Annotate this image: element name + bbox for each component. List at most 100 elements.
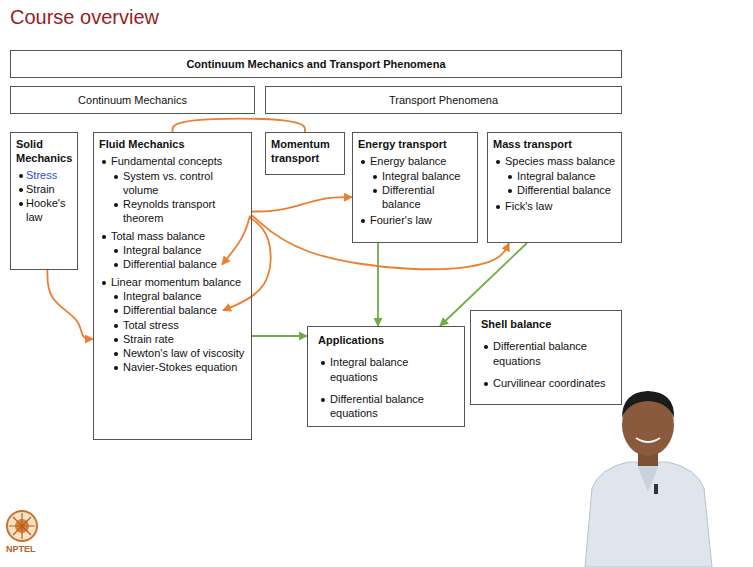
- bullet-dot: [373, 175, 377, 179]
- bullet-dot: [508, 175, 512, 179]
- concept-box: Solid MechanicsStressStrainHooke's law: [10, 132, 78, 270]
- bullet-dot: [114, 324, 118, 328]
- text-row: Strain: [16, 182, 72, 196]
- bullet-text: Differential balance: [382, 183, 472, 212]
- bullet-text: Species mass balance: [505, 154, 615, 168]
- bullet-text: Navier-Stokes equation: [123, 360, 237, 374]
- concept-box: Transport Phenomena: [265, 86, 622, 114]
- bullet-text: Energy balance: [370, 154, 446, 168]
- bullet-text: Curvilinear coordinates: [493, 376, 606, 390]
- text-row: Species mass balance: [493, 154, 616, 168]
- box-heading: Mass transport: [493, 137, 572, 151]
- text-row: Fourier's law: [358, 213, 472, 227]
- text-row: Energy balance: [358, 154, 472, 168]
- flow-arrow: [440, 243, 527, 326]
- bullet-dot: [361, 219, 365, 223]
- text-row: Stress: [16, 168, 72, 182]
- bullet-text: Strain: [26, 182, 55, 196]
- band-title: Transport Phenomena: [389, 93, 498, 107]
- flow-arrow: [252, 197, 352, 211]
- box-heading: Fluid Mechanics: [99, 137, 185, 151]
- box-heading: Applications: [318, 333, 384, 347]
- text-row: Fick's law: [493, 199, 616, 213]
- concept-box: ApplicationsIntegral balance equationsDi…: [307, 326, 465, 427]
- text-row: Linear momentum balance: [99, 275, 246, 289]
- text-row: Differential balance equations: [318, 392, 458, 421]
- nptel-logo: [7, 511, 37, 541]
- text-row: Continuum Mechanics and Transport Phenom…: [17, 57, 615, 71]
- text-row: Integral balance: [358, 169, 472, 183]
- text-row: System vs. control volume: [99, 169, 246, 198]
- bullet-text: Differential balance: [123, 257, 217, 271]
- text-row: Fundamental concepts: [99, 154, 246, 168]
- bullet-text: Total stress: [123, 318, 179, 332]
- bullet-text: Differential balance: [123, 303, 217, 317]
- text-row: Differential balance: [493, 183, 616, 197]
- lecturer-smile: [636, 438, 660, 442]
- bullet-text: Differential balance equations: [330, 392, 458, 421]
- box-heading: Solid Mechanics: [16, 137, 72, 166]
- bullet-dot: [361, 160, 365, 164]
- bullet-dot: [102, 160, 106, 164]
- concept-box: Fluid MechanicsFundamental conceptsSyste…: [93, 132, 252, 440]
- concept-box: Momentum transport: [265, 132, 345, 175]
- text-row: Integral balance: [99, 243, 246, 257]
- text-row: Differential balance: [99, 257, 246, 271]
- concept-box: Continuum Mechanics and Transport Phenom…: [10, 50, 622, 78]
- bullet-dot: [19, 174, 23, 178]
- bullet-text: Newton's law of viscosity: [123, 346, 244, 360]
- bullet-dot: [19, 202, 23, 206]
- bullet-dot: [19, 188, 23, 192]
- bullet-text: Stress: [26, 168, 57, 182]
- bullet-text: Strain rate: [123, 332, 174, 346]
- text-row: Solid Mechanics: [16, 137, 72, 166]
- concept-box: Mass transportSpecies mass balanceIntegr…: [487, 132, 622, 243]
- concept-box: Shell balanceDifferential balance equati…: [470, 310, 622, 405]
- reference-arrow: [223, 217, 271, 310]
- bullet-dot: [114, 352, 118, 356]
- text-row: Curvilinear coordinates: [481, 376, 615, 390]
- box-heading: Momentum transport: [271, 137, 339, 166]
- concept-box: Energy transportEnergy balanceIntegral b…: [352, 132, 478, 243]
- flow-arrow: [252, 335, 307, 337]
- slide-title: Course overview: [10, 6, 159, 29]
- text-row: Differential balance: [99, 303, 246, 317]
- bullet-text: Hooke's law: [26, 196, 72, 225]
- bullet-text: Integral balance: [382, 169, 460, 183]
- band-title: Continuum Mechanics and Transport Phenom…: [186, 57, 445, 71]
- bullet-dot: [114, 175, 118, 179]
- lecturer-microphone: [654, 484, 658, 494]
- text-row: Hooke's law: [16, 196, 72, 225]
- lecturer-figure: [585, 391, 712, 567]
- connectors: [47, 119, 527, 339]
- text-row: Applications: [318, 333, 458, 347]
- text-row: Reynolds transport theorem: [99, 197, 246, 226]
- text-row: Continuum Mechanics: [17, 93, 248, 107]
- bullet-dot: [114, 295, 118, 299]
- bullet-dot: [102, 281, 106, 285]
- bullet-dot: [508, 189, 512, 193]
- flow-arrow: [47, 270, 93, 339]
- text-row: Fluid Mechanics: [99, 137, 246, 151]
- bullet-text: Differential balance equations: [493, 339, 615, 368]
- bullet-dot: [114, 249, 118, 253]
- bullet-text: Differential balance: [517, 183, 611, 197]
- text-row: Newton's law of viscosity: [99, 346, 246, 360]
- bullet-dot: [114, 203, 118, 207]
- bullet-text: Fourier's law: [370, 213, 432, 227]
- bullet-dot: [484, 382, 488, 386]
- bullet-dot: [114, 366, 118, 370]
- text-row: Shell balance: [481, 317, 615, 331]
- flow-arrow: [173, 119, 306, 132]
- box-heading: Shell balance: [481, 317, 551, 331]
- bullet-dot: [114, 263, 118, 267]
- text-row: Strain rate: [99, 332, 246, 346]
- text-row: Differential balance equations: [481, 339, 615, 368]
- text-row: Integral balance equations: [318, 355, 458, 384]
- bullet-dot: [114, 338, 118, 342]
- text-row: Navier-Stokes equation: [99, 360, 246, 374]
- bullet-text: Integral balance equations: [330, 355, 458, 384]
- bullet-dot: [102, 235, 106, 239]
- bullet-dot: [496, 205, 500, 209]
